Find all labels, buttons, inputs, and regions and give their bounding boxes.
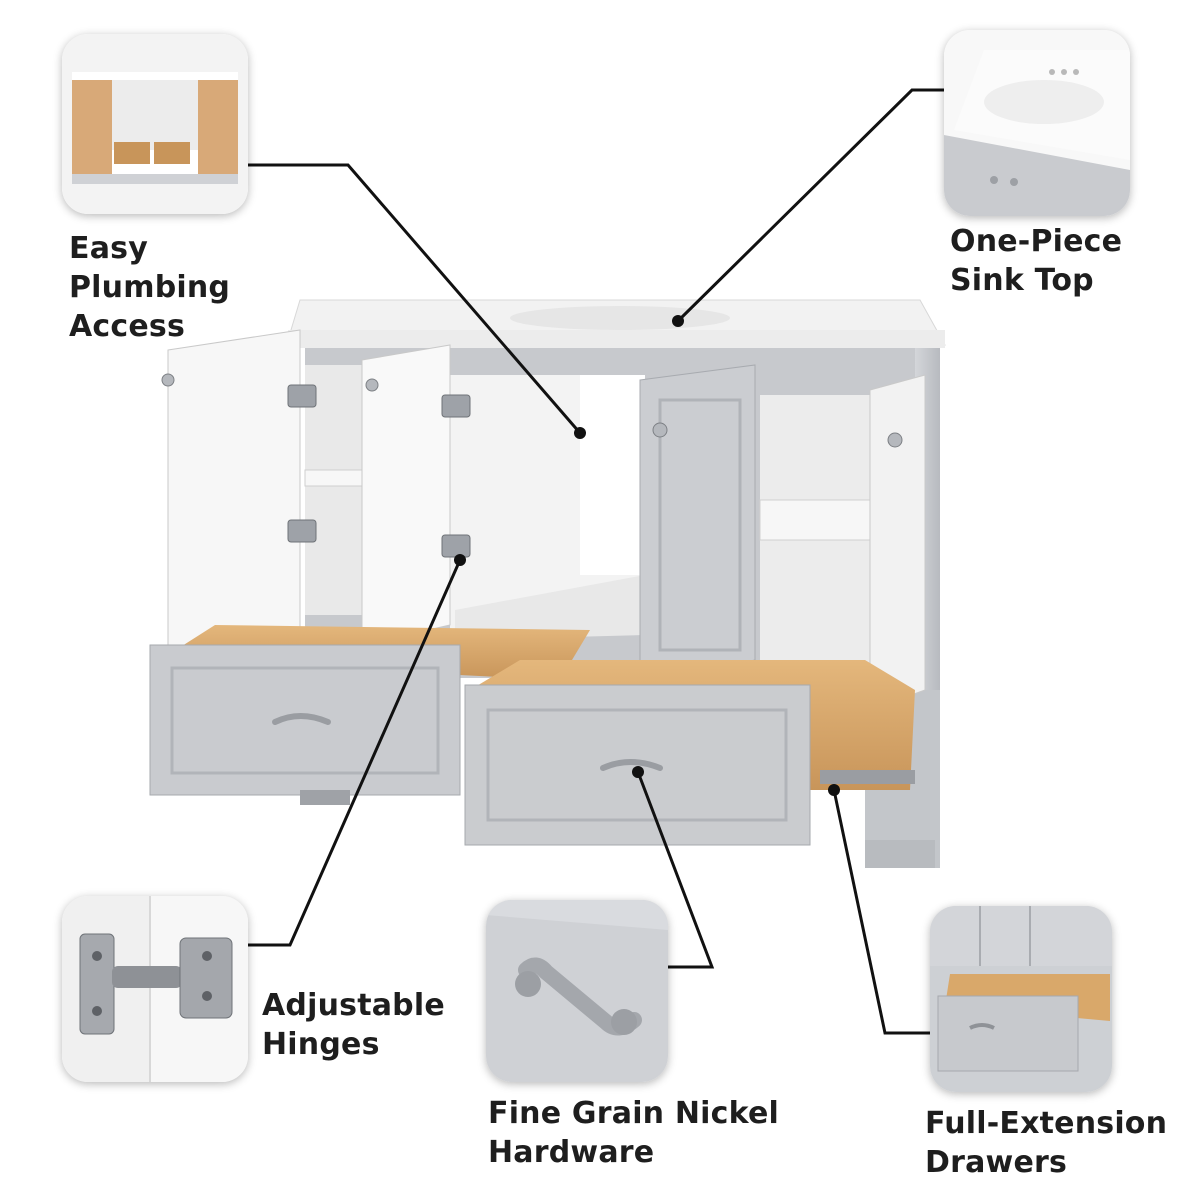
thumbnail-sink-top <box>944 30 1130 216</box>
label-hinges-line2: Hinges <box>262 1027 380 1062</box>
label-drawers: Full-Extension Drawers <box>925 1104 1167 1182</box>
callout-line-sink-top <box>676 88 944 323</box>
label-hardware-line2: Hardware <box>488 1135 655 1170</box>
thumbnail-hinges <box>62 896 248 1082</box>
label-hardware: Fine Grain Nickel Hardware <box>488 1094 779 1172</box>
label-hardware-line1: Fine Grain Nickel <box>488 1096 780 1131</box>
callout-line-hardware <box>636 771 715 969</box>
thumbnail-plumbing-access <box>62 34 248 214</box>
label-sink-line2: Sink Top <box>950 263 1094 298</box>
drawer-slide <box>820 770 915 784</box>
door-right-outer <box>869 374 926 711</box>
center-shelf <box>455 575 645 640</box>
door-right-center <box>639 364 756 686</box>
label-drawers-line2: Drawers <box>925 1145 1068 1180</box>
callout-line-plumbing <box>248 163 582 434</box>
label-hinges: Adjustable Hinges <box>262 986 445 1064</box>
callout-line-drawers <box>832 789 930 1035</box>
label-drawers-line1: Full-Extension <box>925 1106 1168 1141</box>
callout-dots <box>454 315 840 796</box>
drawer-right-pull <box>600 759 663 771</box>
interior-center-back <box>580 375 645 575</box>
label-sink-top: One-Piece Sink Top <box>950 222 1122 300</box>
sink-basin <box>510 306 730 330</box>
thumbnail-drawers <box>930 906 1112 1092</box>
drawer-right-panel <box>486 708 788 822</box>
toe-kick-right <box>865 840 935 868</box>
thumbnail-hardware <box>486 900 668 1082</box>
label-hinges-line1: Adjustable <box>262 988 445 1023</box>
drawer-left-panel <box>170 666 440 775</box>
door-right-center-panel <box>658 398 742 652</box>
label-plumbing-line3: Access <box>69 309 186 344</box>
hinge-marks <box>287 384 471 558</box>
door-left-inner <box>361 344 451 646</box>
shelf-left <box>304 469 366 487</box>
door-knobs <box>161 373 903 448</box>
drawer-left-front <box>149 644 461 796</box>
label-plumbing-line1: Easy <box>69 231 148 266</box>
drawer-left-pull <box>272 713 331 725</box>
label-sink-line1: One-Piece <box>950 224 1123 259</box>
label-plumbing-line2: Plumbing <box>69 270 231 305</box>
callout-line-hinges <box>248 559 462 947</box>
sink-countertop-edge <box>288 330 945 348</box>
label-plumbing-access: Easy Plumbing Access <box>69 229 230 346</box>
callout-lines <box>248 88 944 1035</box>
toe-kick-left <box>300 790 350 805</box>
vanity-cabinet <box>149 299 946 868</box>
shelf-right <box>759 499 876 541</box>
